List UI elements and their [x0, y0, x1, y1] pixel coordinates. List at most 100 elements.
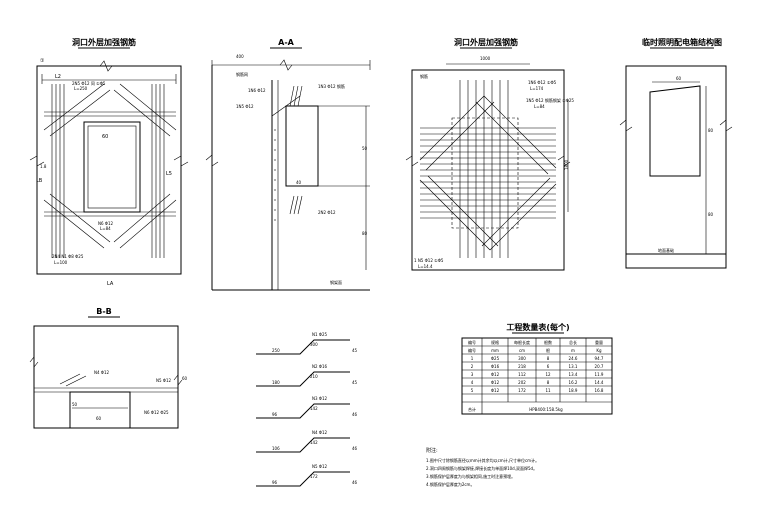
bar-shape: N2 Φ16 210 180 45	[256, 364, 358, 387]
dim-label: L5	[166, 171, 172, 177]
rebar-label: 2N2 Φ12	[318, 210, 336, 215]
table-row: 3 Φ12 112 12 13.4 11.9	[471, 372, 604, 377]
svg-text:172: 172	[310, 474, 318, 479]
drawing-1: 洞口外层加强钢筋 ① L2 LB L5 LA 1.8 60 2N5 Φ12 同 …	[29, 37, 189, 287]
dim-label: LB	[36, 178, 43, 184]
svg-text:45: 45	[352, 348, 358, 353]
svg-text:根: 根	[546, 347, 550, 353]
rebar-label: L=84	[534, 104, 545, 109]
svg-text:重量: 重量	[595, 339, 603, 345]
svg-text:20.7: 20.7	[595, 364, 604, 369]
opening-inner	[87, 125, 137, 209]
dim-label: 400	[236, 54, 244, 59]
rebar-label: N6 Φ12 Φ25	[144, 410, 169, 415]
svg-text:1: 1	[471, 356, 474, 361]
bar-shape: N4 Φ12 142 106 46	[256, 430, 358, 453]
svg-text:m: m	[571, 348, 575, 353]
svg-text:4: 4	[471, 380, 474, 385]
note-line: 4.钢筋保护层厚度为2cm。	[426, 481, 474, 487]
table-header-row: 编号 规格 每根长度 根数 总长 重量	[468, 339, 603, 345]
table-row: 5 Φ12 172 11 18.9 16.8	[471, 388, 604, 393]
dashed-opening	[451, 117, 519, 229]
dim-label: 80	[362, 231, 368, 236]
drawing-1-title: 洞口外层加强钢筋	[72, 37, 136, 47]
opening-section	[69, 391, 131, 429]
svg-text:202: 202	[518, 380, 526, 385]
svg-text:106: 106	[272, 446, 280, 451]
dim-label: 40	[296, 180, 302, 185]
drawing-4-title: 临时照明配电箱结构图	[642, 37, 722, 47]
svg-text:Φ25: Φ25	[491, 356, 500, 361]
svg-text:142: 142	[310, 406, 318, 411]
svg-text:根数: 根数	[544, 339, 552, 345]
dim-label: 60	[96, 416, 102, 421]
rebar-label: 2N5 Φ12 同 ①Φ5	[72, 81, 106, 86]
rebar-label: L=174	[530, 86, 544, 91]
table-row: 2 Φ16 218 6 13.1 20.7	[471, 364, 604, 369]
svg-text:8: 8	[547, 380, 550, 385]
svg-text:6: 6	[547, 364, 550, 369]
svg-text:Φ16: Φ16	[491, 364, 500, 369]
svg-text:45: 45	[352, 380, 358, 385]
drawing-2-title: A-A	[278, 38, 295, 47]
dim-label: 50	[72, 402, 78, 407]
rebar-label: L=250	[74, 86, 88, 91]
bar-shape: N1 Φ25 300 250 45	[256, 332, 358, 355]
rebar-label: N6 Φ12	[98, 221, 114, 226]
dim-label: 60	[676, 76, 682, 81]
svg-text:300: 300	[310, 342, 318, 347]
dim-label: LA	[107, 281, 114, 287]
svg-text:N5 Φ12: N5 Φ12	[312, 464, 328, 469]
svg-text:编号: 编号	[468, 347, 476, 353]
svg-text:N4 Φ12: N4 Φ12	[312, 430, 328, 435]
svg-text:18.9: 18.9	[569, 388, 578, 393]
rebar-label: L=14.4	[418, 264, 433, 269]
table-title: 工程数量表(每个)	[506, 322, 569, 332]
dim-label: 60	[182, 376, 188, 381]
svg-text:142: 142	[310, 440, 318, 445]
svg-text:16.2: 16.2	[569, 380, 578, 385]
bar-shape: N5 Φ12 172 96 46	[256, 464, 358, 487]
drawing-3-title: 洞口外层加强钢筋	[454, 37, 518, 47]
svg-text:8: 8	[547, 356, 550, 361]
panel-outline	[411, 69, 565, 271]
note-line: 2.洞口四周钢筋与钢架焊接,焊接长度为单面焊10d,双面焊5d。	[426, 465, 537, 471]
drawing-4: 临时照明配电箱结构图 60 80 80 地面基础	[619, 37, 733, 269]
dim-label: 1.8	[40, 164, 47, 169]
ground-label: 地面基础	[658, 247, 674, 253]
rebar-label: 1N3 Φ12 钢筋	[318, 83, 345, 89]
svg-text:13.4: 13.4	[569, 372, 578, 377]
svg-text:Φ12: Φ12	[491, 388, 500, 393]
dim-label: 50	[362, 146, 368, 151]
svg-text:24.6: 24.6	[569, 356, 578, 361]
svg-text:96: 96	[272, 480, 278, 485]
svg-text:250: 250	[272, 348, 280, 353]
rebar-label: 1N6 Φ12	[248, 88, 266, 93]
svg-text:N1 Φ25: N1 Φ25	[312, 332, 328, 337]
svg-text:14.4: 14.4	[595, 380, 604, 385]
dim-label: 60	[102, 134, 108, 140]
dim-label: 80	[708, 128, 714, 133]
table-total-row: 合计 HPB400:158.5kg	[468, 406, 563, 412]
notes-heading: 附注:	[426, 447, 438, 454]
dim-label: ①	[40, 58, 45, 64]
svg-text:合计: 合计	[468, 406, 476, 412]
rebar-label: 钢筋网	[236, 71, 248, 77]
rebar-label: 1N5 Φ12	[236, 104, 254, 109]
rebar-label: 1 N5 Φ12 ①Φ5	[414, 258, 444, 263]
svg-text:46: 46	[352, 480, 358, 485]
svg-text:Φ12: Φ12	[491, 380, 500, 385]
drawing-5: B-B 60 60 50 N4 Φ12 N5 Φ12 N6 Φ12 Φ25	[29, 307, 188, 429]
svg-text:2: 2	[471, 364, 474, 369]
table-unit-row: 编号 mm cm 根 m Kg	[468, 347, 602, 353]
svg-text:N2 Φ16: N2 Φ16	[312, 364, 328, 369]
table-row: 4 Φ12 202 8 16.2 14.4	[471, 380, 604, 385]
svg-text:16.8: 16.8	[595, 388, 604, 393]
note-line: 1.图中尺寸除钢筋直径以mm计其余均以cm计,尺寸单位cm计。	[426, 457, 539, 463]
svg-text:13.1: 13.1	[569, 364, 578, 369]
opening-frame	[83, 121, 141, 213]
svg-text:210: 210	[310, 374, 318, 379]
svg-text:46: 46	[352, 412, 358, 417]
rebar-label: 2N4 N1 Φ8 Φ25	[52, 254, 84, 259]
